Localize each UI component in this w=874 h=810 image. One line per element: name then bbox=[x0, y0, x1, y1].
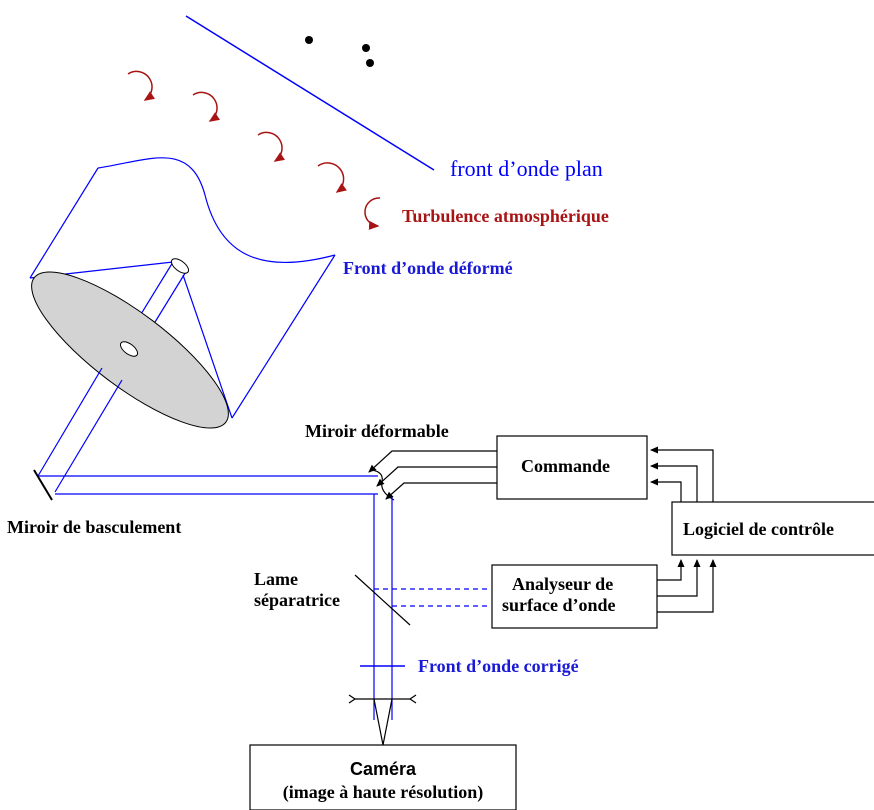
telescope bbox=[29, 157, 336, 493]
command-box bbox=[496, 435, 648, 500]
secondary-mirror bbox=[170, 258, 190, 274]
label-tip-tilt-mirror: Miroir de basculement bbox=[7, 517, 181, 537]
command-to-mirror-arrows bbox=[368, 450, 497, 500]
tip-tilt-path bbox=[38, 475, 378, 495]
vertical-beam bbox=[373, 494, 393, 720]
star bbox=[366, 59, 374, 67]
label-command: Commande bbox=[521, 456, 610, 476]
software-to-command-arrows bbox=[650, 446, 714, 502]
label-analyser-line2: surface d’onde bbox=[502, 595, 616, 615]
stars bbox=[305, 36, 374, 67]
analyser-to-software-arrows bbox=[657, 559, 717, 613]
label-control-software: Logiciel de contrôle bbox=[683, 519, 834, 539]
label-deformable-mirror: Miroir déformable bbox=[305, 421, 449, 441]
label-deformed-wavefront: Front d’onde déformé bbox=[343, 258, 513, 278]
star bbox=[362, 44, 370, 52]
turbulence-swirls bbox=[127, 70, 381, 230]
label-camera-line2: (image à haute résolution) bbox=[283, 782, 483, 803]
label-beamsplitter-line1: Lame bbox=[254, 569, 298, 589]
camera-lens bbox=[348, 694, 417, 746]
analyser-box bbox=[491, 564, 658, 629]
plane-wavefront-line bbox=[185, 15, 435, 171]
wfs-dashed-beams bbox=[374, 588, 490, 607]
label-corrected-wavefront: Front d’onde corrigé bbox=[418, 656, 579, 676]
swirl-icon bbox=[127, 70, 155, 101]
swirl-icon bbox=[257, 131, 285, 162]
control-software-box bbox=[671, 501, 874, 556]
swirl-icon bbox=[192, 91, 220, 122]
label-camera-line1: Caméra bbox=[350, 759, 417, 779]
beamsplitter bbox=[354, 574, 411, 626]
star bbox=[305, 36, 313, 44]
label-plane-wavefront: front d’onde plan bbox=[450, 156, 603, 181]
tip-tilt-mirror bbox=[33, 469, 53, 501]
deformed-wavefront-curve bbox=[97, 157, 336, 263]
swirl-icon bbox=[317, 162, 347, 193]
camera-box bbox=[249, 744, 517, 810]
swirl-icon bbox=[364, 197, 381, 230]
label-turbulence: Turbulence atmosphérique bbox=[402, 206, 609, 226]
label-analyser-line1: Analyseur de bbox=[512, 574, 613, 594]
label-beamsplitter-line2: séparatrice bbox=[254, 590, 340, 610]
